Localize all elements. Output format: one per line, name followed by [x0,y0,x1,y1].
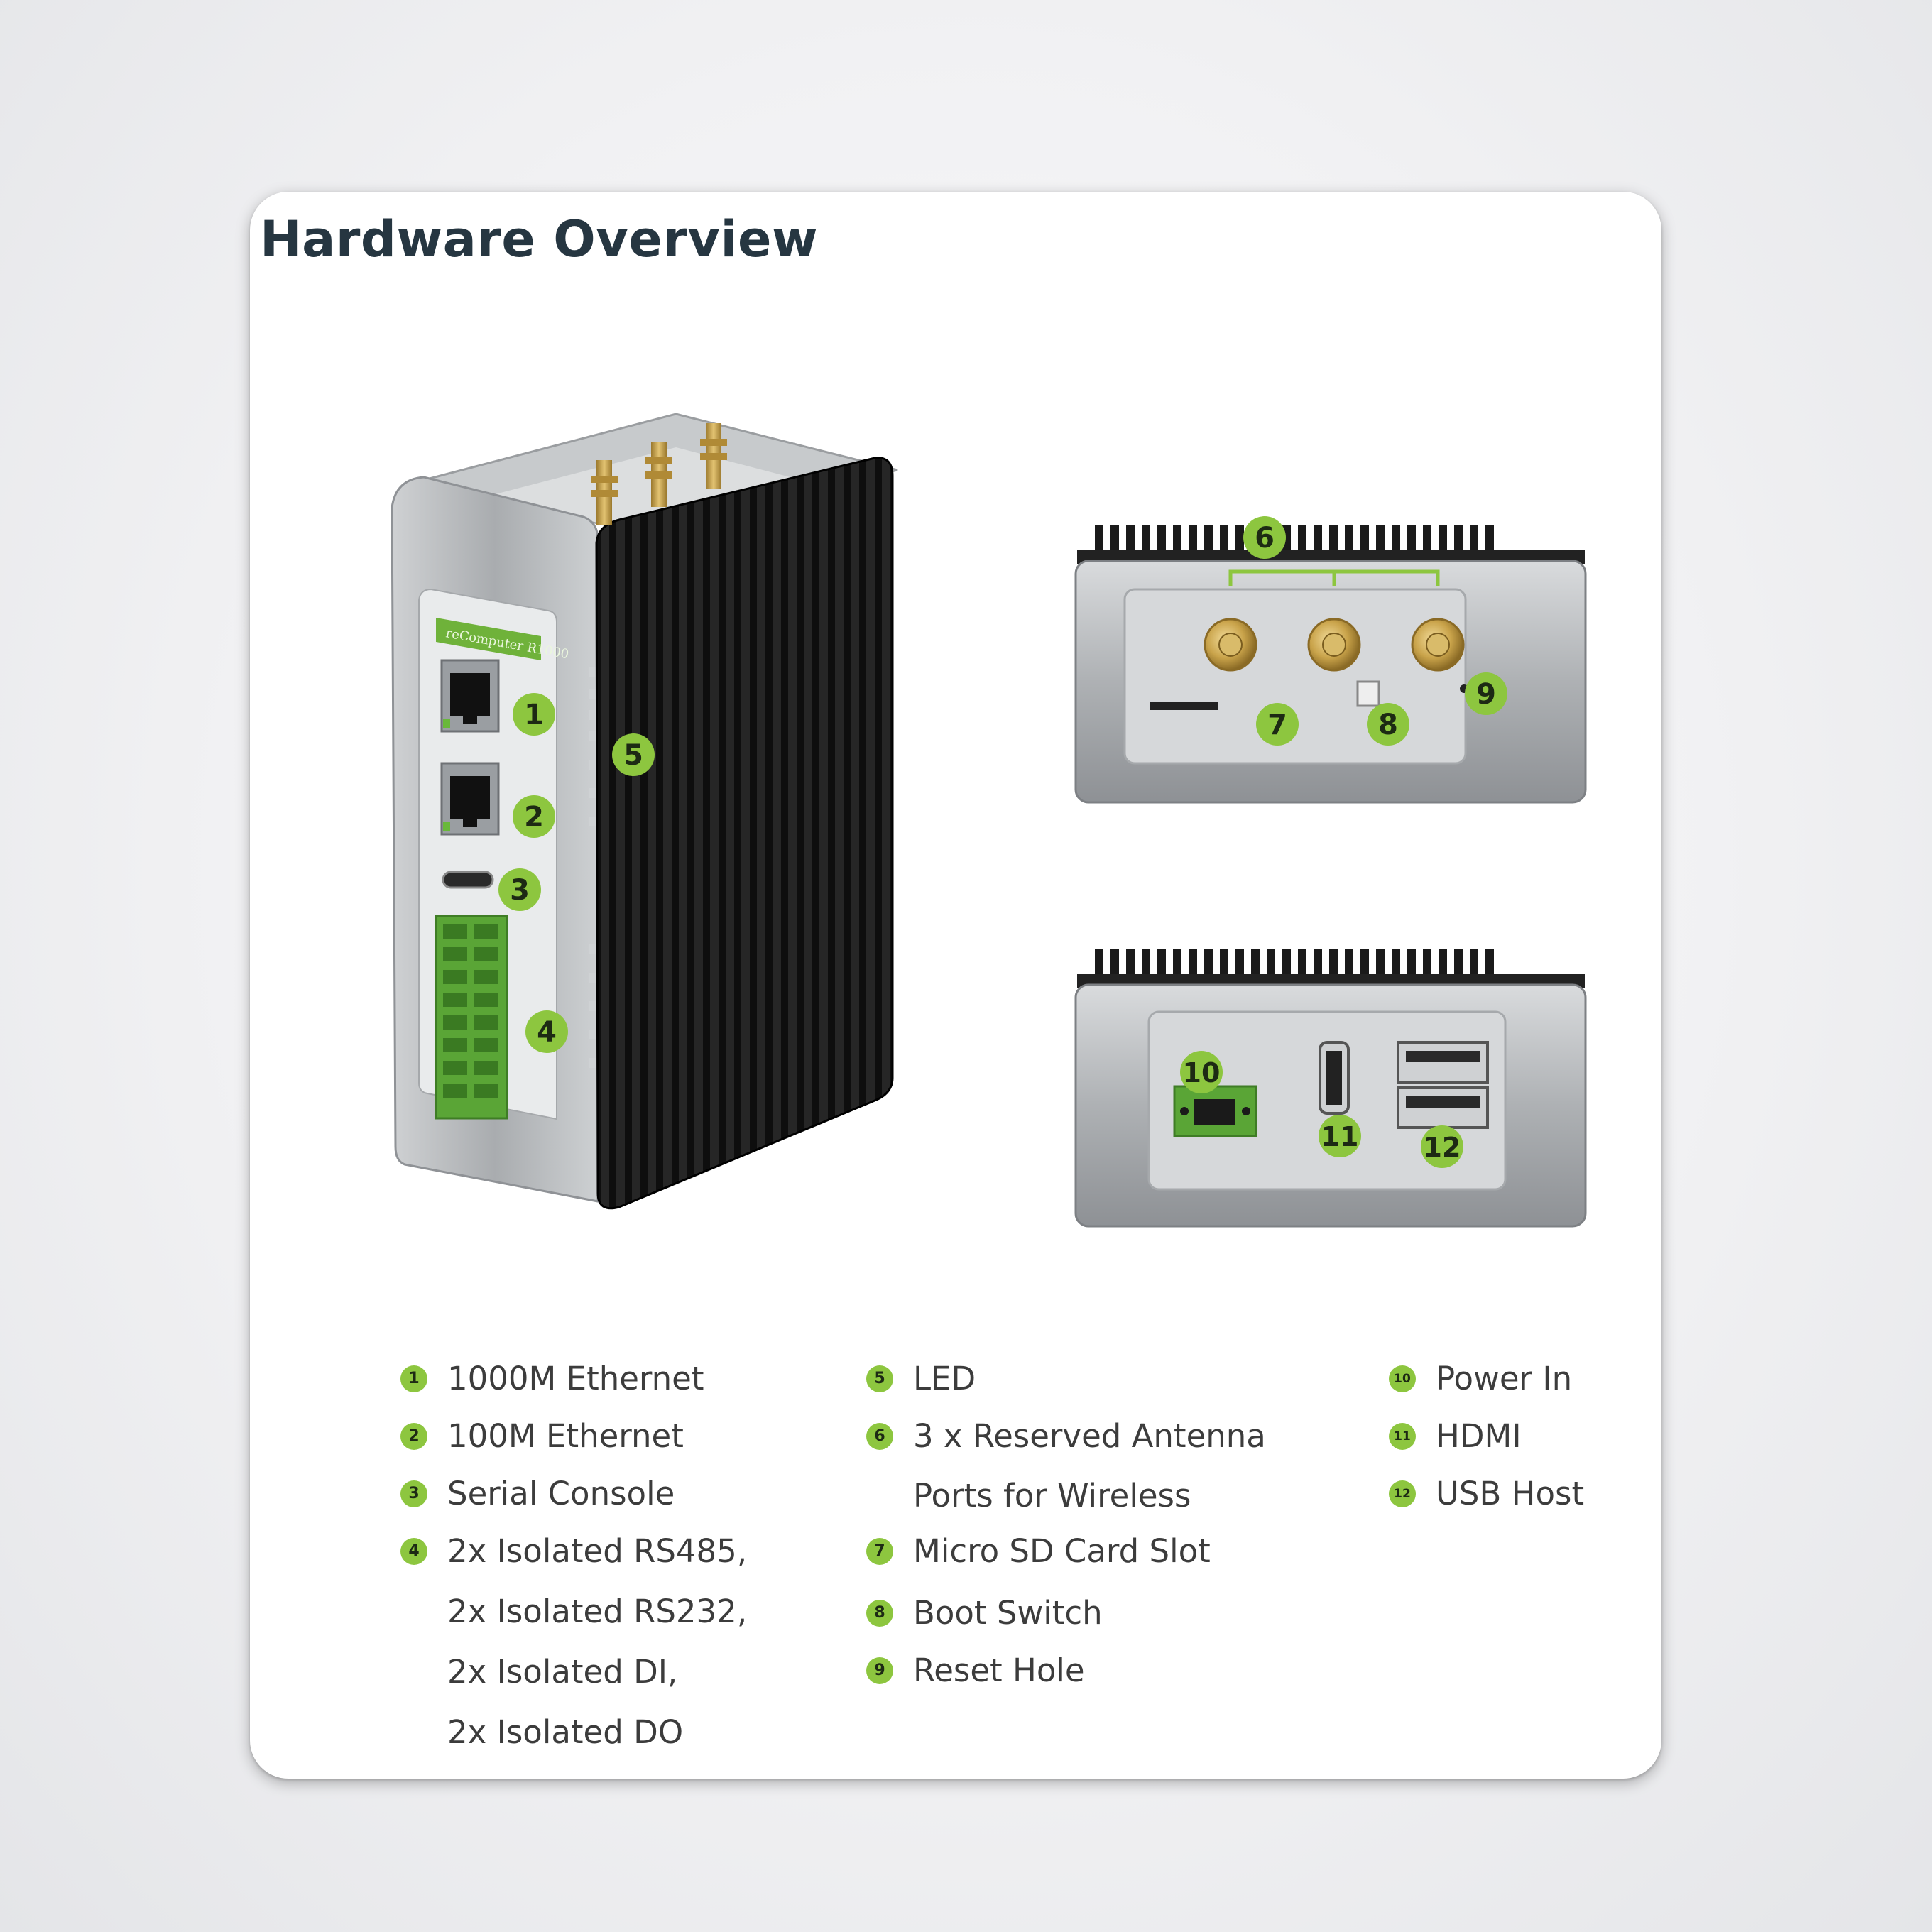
legend-item-3: 3 Serial Console [400,1475,675,1512]
callout-3: 3 [510,874,530,907]
legend-badge: 5 [866,1365,893,1392]
legend-label: Serial Console [447,1475,675,1512]
callout-12: 12 [1424,1132,1461,1163]
page-title: Hardware Overview [260,210,819,268]
antenna-connectors-top [591,423,727,525]
legend-badge: 10 [1389,1365,1416,1392]
legend-badge: 2 [400,1422,427,1450]
device-bottom-view: 10 11 12 [1074,949,1587,1228]
legend-item-4-line-4: 2x Isolated DO [447,1713,684,1751]
serial-console-port [442,871,494,889]
callout-7: 7 [1267,709,1287,741]
legend-badge: 11 [1389,1422,1416,1450]
legend-item-9: 9 Reset Hole [866,1652,1085,1689]
callout-6: 6 [1255,522,1275,555]
legend-item-10: 10 Power In [1389,1360,1572,1397]
legend-badge: 4 [400,1537,427,1565]
legend-item-8: 8 Boot Switch [866,1594,1103,1632]
legend-label: 2x Isolated RS485, [447,1532,748,1570]
device-illustrations: reComputer R1000 [391,413,1587,1228]
callout-2: 2 [524,801,544,834]
legend-item-1: 1 1000M Ethernet [400,1360,704,1397]
callout-10: 10 [1183,1057,1221,1088]
legend-label: USB Host [1436,1475,1585,1512]
legend-item-2: 2 100M Ethernet [400,1417,684,1455]
device-perspective-view: reComputer R1000 [391,413,898,1210]
boot-switch [1356,680,1380,707]
callout-11: 11 [1321,1121,1359,1152]
hardware-overview-card: Hardware Overview [250,192,1661,1779]
legend-label: HDMI [1436,1417,1522,1455]
legend-item-4: 4 2x Isolated RS485, [400,1532,747,1570]
legend-badge: 8 [866,1599,893,1627]
ethernet-port-2 [440,762,500,836]
micro-sd-slot [1150,702,1218,710]
legend-item-5: 5 LED [866,1360,976,1397]
legend-label: 3 x Reserved Antenna [913,1417,1266,1455]
legend-item-7: 7 Micro SD Card Slot [866,1532,1211,1570]
legend-label: Power In [1436,1360,1573,1397]
legend-label: Boot Switch [913,1594,1103,1632]
terminal-block [435,915,508,1120]
legend-item-12: 12 USB Host [1389,1475,1584,1512]
callout-9: 9 [1476,678,1496,711]
legend-label: Micro SD Card Slot [913,1532,1211,1570]
legend-item-6: 6 3 x Reserved Antenna [866,1417,1266,1455]
legend-badge: 9 [866,1657,893,1684]
legend-item-4-line-2: 2x Isolated RS232, [447,1593,748,1630]
callouts-left: 1 2 3 4 5 [498,693,655,1053]
callout-5: 5 [623,739,643,772]
legend-item-6-line-2: Ports for Wireless [913,1477,1191,1515]
power-connector [1173,1085,1257,1137]
legend-item-11: 11 HDMI [1389,1417,1522,1455]
ethernet-port-1 [440,659,500,733]
legend-label: Reset Hole [913,1652,1085,1689]
legend-badge: 12 [1389,1480,1416,1507]
legend-label: 1000M Ethernet [447,1360,704,1397]
legend-label: LED [913,1360,976,1397]
legend-label: 100M Ethernet [447,1417,684,1455]
callout-8: 8 [1378,709,1398,741]
legend-badge: 1 [400,1365,427,1392]
usb-ports [1397,1041,1489,1129]
legend-item-4-line-3: 2x Isolated DI, [447,1653,678,1691]
device-top-view: 6 7 8 9 [1074,516,1587,804]
legend-badge: 3 [400,1480,427,1507]
legend-badge: 6 [866,1422,893,1450]
callout-1: 1 [524,699,544,731]
legend-badge: 7 [866,1537,893,1565]
callout-4: 4 [537,1016,557,1049]
